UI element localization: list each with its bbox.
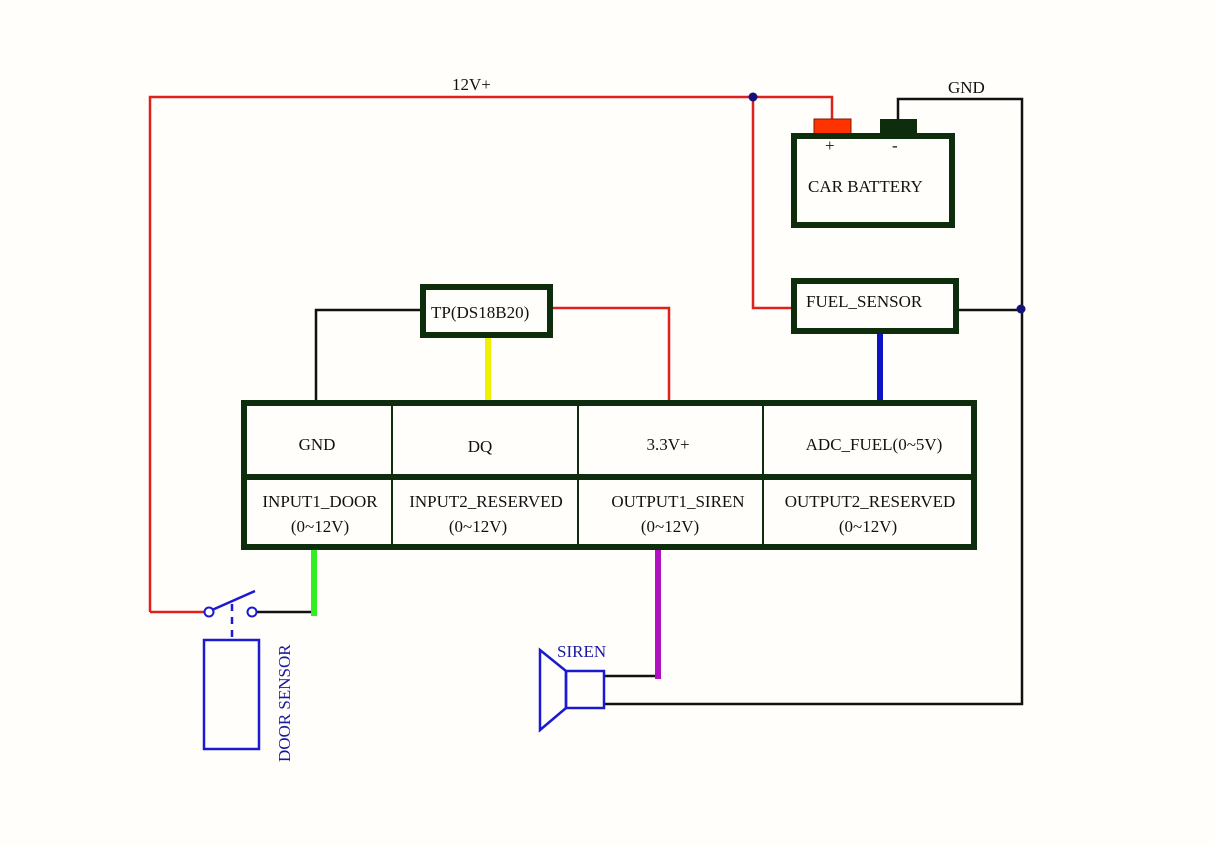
wire-12v <box>148 95 834 614</box>
temperature-probe: TP(DS18B20) <box>420 284 553 338</box>
terminal-3v3: 3.3V+ <box>646 435 689 454</box>
siren-label: SIREN <box>557 642 606 661</box>
door-sensor-body <box>202 638 261 751</box>
controller-terminal-block: GND DQ 3.3V+ ADC_FUEL(0~5V) INPUT1_DOOR … <box>241 400 977 550</box>
door-sensor: DOOR SENSOR <box>202 589 294 762</box>
battery-plus-sign: + <box>825 136 835 155</box>
battery-plus-terminal <box>813 118 852 135</box>
terminal-output1-range: (0~12V) <box>641 517 699 536</box>
terminal-dq: DQ <box>468 437 493 456</box>
wire-gnd <box>256 97 1024 706</box>
terminal-output2-reserved: OUTPUT2_RESERVED <box>785 492 956 511</box>
switch-contact-right <box>246 606 258 618</box>
terminal-gnd: GND <box>299 435 336 454</box>
wire-12v-label: 12V+ <box>452 75 491 94</box>
terminal-input2-range: (0~12V) <box>449 517 507 536</box>
switch-lever <box>211 589 256 612</box>
battery-minus-terminal <box>880 119 917 134</box>
terminal-input1-door: INPUT1_DOOR <box>262 492 378 511</box>
siren: SIREN <box>538 642 606 733</box>
fuel-sensor-label: FUEL_SENSOR <box>806 292 923 311</box>
battery-label: CAR BATTERY <box>808 177 923 196</box>
switch-contact-left <box>203 606 215 618</box>
junction-12v <box>748 92 758 102</box>
wire-gnd-label: GND <box>948 78 985 97</box>
door-sensor-label: DOOR SENSOR <box>275 644 294 762</box>
terminal-adc-fuel: ADC_FUEL(0~5V) <box>806 435 943 454</box>
terminal-input1-range: (0~12V) <box>291 517 349 536</box>
junction-gnd <box>1016 304 1026 314</box>
battery-minus-sign: - <box>892 136 898 155</box>
fuel-sensor: FUEL_SENSOR <box>791 278 959 334</box>
temperature-probe-label: TP(DS18B20) <box>431 303 529 322</box>
siren-horn-icon <box>538 647 568 733</box>
car-battery: + - CAR BATTERY <box>791 118 955 228</box>
terminal-input2-reserved: INPUT2_RESERVED <box>409 492 563 511</box>
terminal-output1-siren: OUTPUT1_SIREN <box>611 492 744 511</box>
siren-driver <box>564 669 606 710</box>
terminal-output2-range: (0~12V) <box>839 517 897 536</box>
